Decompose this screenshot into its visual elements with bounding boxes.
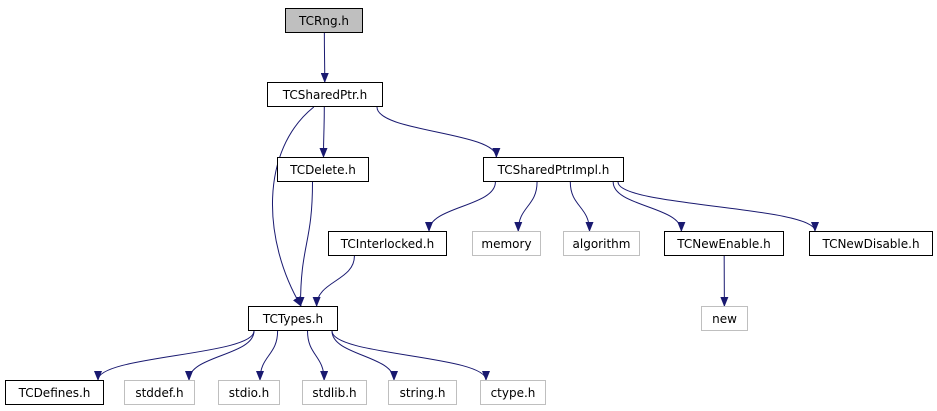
edge-tcsharedptr-to-tctypes [272,106,315,307]
node-tctypes-h[interactable]: TCTypes.h [248,306,338,331]
edge-tctypes-to-string [331,330,398,381]
node-ctype-h[interactable]: ctype.h [480,380,546,405]
edge-tcsharedptrimpl-to-tcinterlocked [425,181,496,232]
node-tcinterlocked-h[interactable]: TCInterlocked.h [328,231,447,256]
edge-tctypes-to-stdlib [307,330,329,381]
node-algorithm[interactable]: algorithm [563,231,640,256]
edge-tcdelete-to-tctypes [296,181,313,307]
edge-tctypes-to-ctype [331,330,490,381]
edge-tcinterlocked-to-tctypes [312,255,355,307]
node-stdio-h[interactable]: stdio.h [218,380,280,405]
edge-tcsharedptr-to-tcsharedptrimpl [376,106,501,158]
edge-tctypes-to-stdio [256,330,279,381]
edge-tctypes-to-stddef [185,330,255,381]
node-tcdefines-h[interactable]: TCDefines.h [5,380,104,405]
node-string-h[interactable]: string.h [388,380,457,405]
node-tcnewdisable-h[interactable]: TCNewDisable.h [809,231,933,256]
edge-tcsharedptrimpl-to-algorithm [569,181,594,232]
edge-tcsharedptr-to-tcdelete [319,106,328,158]
edge-tcsharedptrimpl-to-memory [514,181,538,232]
edge-tcsharedptrimpl-to-tcnewenable [612,181,686,232]
edge-tcsharedptrimpl-to-tcnewdisable [617,181,819,232]
node-stdlib-h[interactable]: stdlib.h [302,380,367,405]
node-tcnewenable-h[interactable]: TCNewEnable.h [664,231,784,256]
edge-tctypes-to-tcdefines [94,330,255,381]
node-memory[interactable]: memory [472,231,541,256]
node-tcsharedptr-h[interactable]: TCSharedPtr.h [267,82,383,107]
node-new[interactable]: new [701,306,748,331]
node-tcdelete-h[interactable]: TCDelete.h [277,157,369,182]
node-tcsharedptrimpl-h[interactable]: TCSharedPtrImpl.h [483,157,624,182]
node-tcrng-h[interactable]: TCRng.h [285,8,363,33]
node-stddef-h[interactable]: stddef.h [124,380,195,405]
